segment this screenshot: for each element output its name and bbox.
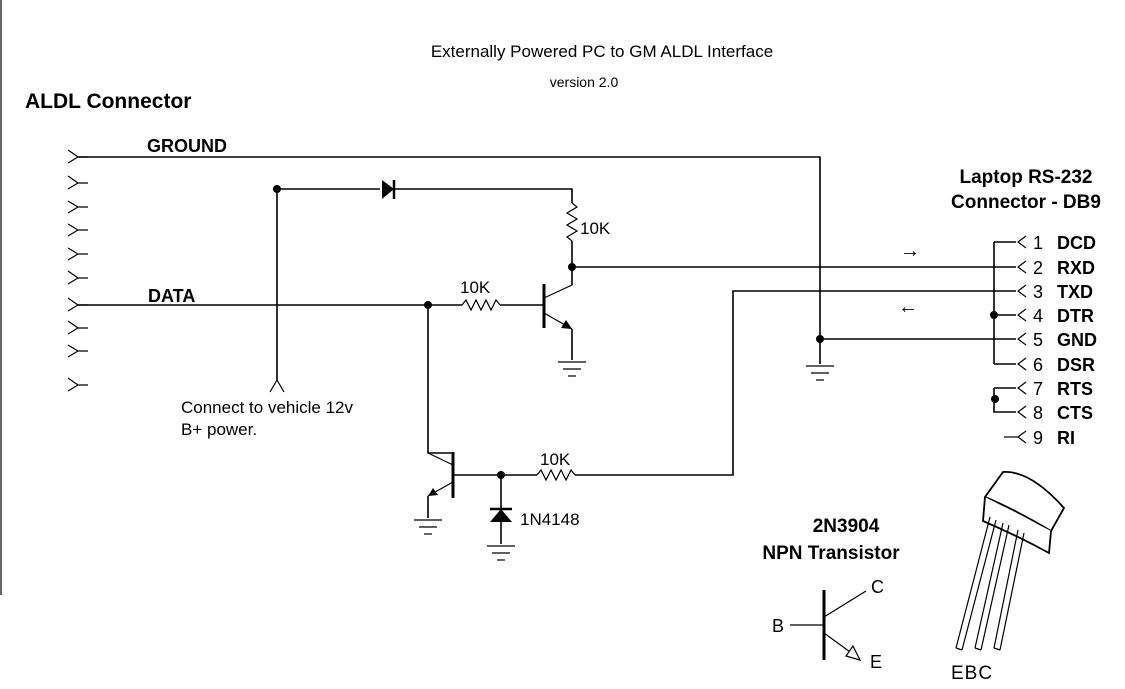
npn-symbol-icon <box>790 590 867 661</box>
resistor-lower-label: 10K <box>540 450 571 469</box>
npn-pin-e-label: E <box>870 652 882 672</box>
resistor-lower-icon <box>536 468 576 482</box>
loopback-stubs <box>994 241 1016 365</box>
diagram-title: Externally Powered PC to GM ALDL Interfa… <box>431 42 773 61</box>
power-note-line1: Connect to vehicle 12v <box>181 398 353 417</box>
db9-pin-connector-icon <box>1017 235 1027 249</box>
db9-pin-name: GND <box>1057 330 1097 350</box>
transistor-upper-icon <box>542 284 573 330</box>
db9-pin-number: 1 <box>1033 233 1043 253</box>
db9-pin-connector-icon <box>1017 260 1027 274</box>
rts-cts-junction <box>991 395 999 403</box>
db9-pin-9: 9 RI <box>1017 428 1075 448</box>
package-pins-label: EBC <box>951 663 993 684</box>
ground-wire <box>78 156 821 364</box>
transistor-title-line2: NPN Transistor <box>762 543 900 564</box>
db9-pin-3: 3 TXD <box>1017 282 1093 302</box>
db9-pin-7: 7 RTS <box>1017 379 1093 399</box>
db9-pin-list: 1 DCD 2 RXD 3 TXD 4 DTR 5 GND 6 DSR 7 RTS 8 CTS 9 RI <box>1004 233 1097 448</box>
db9-pin-connector-icon <box>1017 381 1027 395</box>
clamp-diode-icon <box>490 507 512 522</box>
db9-pin-connector-icon <box>1017 284 1027 298</box>
db9-title-line2: Connector - DB9 <box>951 192 1101 213</box>
power-junction <box>273 185 281 193</box>
db9-pin-2: 2 RXD <box>1017 258 1095 278</box>
resistor-middle-label: 10K <box>460 278 491 297</box>
ground-symbol-diode <box>487 545 515 561</box>
db9-pin-name: DCD <box>1057 233 1096 253</box>
ground-symbol-lower-transistor <box>414 519 442 535</box>
txd-wire <box>575 290 1016 476</box>
db9-pin-connector-icon <box>1017 308 1027 322</box>
diode-to-resistor-wire <box>394 188 573 203</box>
to92-package-icon <box>955 471 1066 651</box>
ground-symbol-main <box>806 365 834 381</box>
db9-pin-number: 3 <box>1033 282 1043 302</box>
diagram-version: version 2.0 <box>550 74 619 90</box>
db9-pin-connector-icon <box>1017 357 1027 371</box>
db9-pin-number: 4 <box>1033 306 1043 326</box>
power-note-line2: B+ power. <box>181 420 257 439</box>
db9-pin-number: 9 <box>1033 428 1043 448</box>
db9-pin-5: 5 GND <box>1017 330 1097 350</box>
resistor-top-label: 10K <box>580 219 611 238</box>
transistor-lower-icon <box>427 452 455 498</box>
db9-pin-name: CTS <box>1057 403 1093 423</box>
power-connector-icon <box>269 378 285 393</box>
diode-label: 1N4148 <box>520 510 580 529</box>
top-diode-icon <box>382 180 396 199</box>
db9-pin-name: RXD <box>1057 258 1095 278</box>
db9-pin-number: 2 <box>1033 258 1043 278</box>
transistor-title-line1: 2N3904 <box>813 516 880 537</box>
aldl-connector-pins <box>67 149 88 392</box>
db9-pin-6: 6 DSR <box>1017 355 1095 375</box>
resistor-middle-icon <box>461 298 501 312</box>
data-label: DATA <box>148 286 195 306</box>
db9-pin-number: 7 <box>1033 379 1043 399</box>
ground-label: GROUND <box>147 136 227 156</box>
db9-pin-name: DTR <box>1057 306 1094 326</box>
aldl-connector-label: ALDL Connector <box>25 90 191 113</box>
db9-pin-8: 8 CTS <box>1017 403 1093 423</box>
db9-pin-number: 8 <box>1033 403 1043 423</box>
rx-arrow-icon: → <box>900 240 920 262</box>
power-wire <box>276 188 380 380</box>
db9-pin-number: 6 <box>1033 355 1043 375</box>
npn-pin-b-label: B <box>772 616 784 636</box>
db9-pin-number: 5 <box>1033 330 1043 350</box>
db9-pin-1: 1 DCD <box>1017 233 1096 253</box>
db9-title-line1: Laptop RS-232 <box>959 167 1092 188</box>
db9-pin-name: RI <box>1057 428 1075 448</box>
db9-pin-name: DSR <box>1057 355 1095 375</box>
db9-pin-connector-icon <box>1017 430 1027 444</box>
ground-symbol-upper-transistor <box>558 361 586 377</box>
data-to-lower-collector-wire <box>427 305 453 454</box>
db9-pin-4: 4 DTR <box>1017 306 1094 326</box>
db9-pin-connector-icon <box>1017 332 1027 346</box>
tx-arrow-icon: ← <box>898 296 918 318</box>
db9-pin-name: TXD <box>1057 282 1093 302</box>
resistor-top-icon <box>565 202 579 242</box>
npn-pin-c-label: C <box>871 577 884 597</box>
db9-pin-name: RTS <box>1057 379 1093 399</box>
db9-pin-connector-icon <box>1017 405 1027 419</box>
